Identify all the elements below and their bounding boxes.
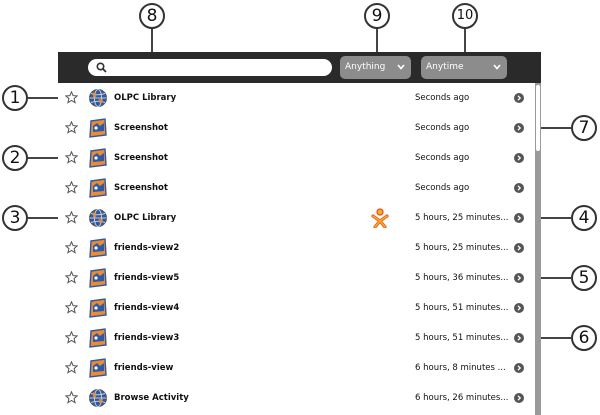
entry-date: 6 hours, 8 minutes ...: [415, 363, 506, 373]
chevron-down-icon: [397, 64, 405, 70]
entry-title[interactable]: friends-view2: [114, 243, 180, 253]
filter-when-combo[interactable]: Anytime: [421, 56, 507, 79]
star-icon[interactable]: [65, 181, 78, 194]
image-icon: [89, 178, 107, 198]
callout-9: 9: [364, 3, 390, 29]
arrow-right-icon[interactable]: [514, 333, 524, 343]
image-icon: [89, 358, 107, 378]
callout-1: 1: [2, 85, 28, 111]
entry-title[interactable]: OLPC Library: [114, 213, 177, 223]
globe-icon: [89, 389, 107, 407]
list-item[interactable]: OLPC Library Seconds ago: [58, 83, 528, 113]
arrow-right-icon[interactable]: [514, 303, 524, 313]
entry-date: 5 hours, 36 minutes...: [415, 273, 509, 283]
arrow-right-icon[interactable]: [514, 153, 524, 163]
entry-date: 5 hours, 51 minutes...: [415, 303, 509, 313]
callout-4: 4: [571, 205, 597, 231]
entry-title[interactable]: Screenshot: [114, 123, 168, 133]
star-icon[interactable]: [65, 271, 78, 284]
arrow-right-icon[interactable]: [514, 93, 524, 103]
arrow-right-icon[interactable]: [514, 123, 524, 133]
star-icon[interactable]: [65, 391, 78, 404]
chevron-down-icon: [493, 64, 501, 70]
arrow-right-icon[interactable]: [514, 243, 524, 253]
entry-date: Seconds ago: [415, 153, 470, 163]
filter-what-combo[interactable]: Anything: [340, 56, 411, 79]
image-icon: [89, 268, 107, 288]
search-icon: [96, 62, 107, 73]
globe-icon: [89, 209, 107, 227]
callout-8: 8: [139, 3, 165, 29]
image-icon: [89, 238, 107, 258]
entry-title[interactable]: OLPC Library: [114, 93, 177, 103]
entry-date: 6 hours, 26 minutes...: [415, 393, 509, 403]
list-item[interactable]: friends-view5 5 hours, 36 minutes...: [58, 263, 528, 293]
callout-2: 2: [2, 145, 28, 171]
arrow-right-icon[interactable]: [514, 393, 524, 403]
filter-when-label: Anytime: [426, 62, 464, 72]
entry-title[interactable]: friends-view: [114, 363, 174, 373]
entry-date: Seconds ago: [415, 123, 470, 133]
list-item[interactable]: Screenshot Seconds ago: [58, 173, 528, 203]
star-icon[interactable]: [65, 331, 78, 344]
entry-date: 5 hours, 51 minutes...: [415, 333, 509, 343]
image-icon: [89, 118, 107, 138]
entry-date: 5 hours, 25 minutes...: [415, 213, 509, 223]
entry-date: 5 hours, 25 minutes...: [415, 243, 509, 253]
arrow-right-icon[interactable]: [514, 213, 524, 223]
callout-10: 10: [452, 3, 478, 29]
callout-6: 6: [571, 325, 597, 351]
star-icon[interactable]: [65, 361, 78, 374]
entry-date: Seconds ago: [415, 93, 470, 103]
scrollbar-thumb[interactable]: [536, 85, 540, 151]
star-icon[interactable]: [65, 121, 78, 134]
star-icon[interactable]: [65, 151, 78, 164]
callout-7: 7: [571, 115, 597, 141]
star-icon[interactable]: [65, 301, 78, 314]
list-item[interactable]: OLPC Library 5 hours, 25 minutes...: [58, 203, 528, 233]
image-icon: [89, 148, 107, 168]
globe-icon: [89, 89, 107, 107]
callout-3: 3: [2, 205, 28, 231]
arrow-right-icon[interactable]: [514, 183, 524, 193]
callout-5: 5: [571, 265, 597, 291]
list-item[interactable]: Screenshot Seconds ago: [58, 143, 528, 173]
list-item[interactable]: friends-view4 5 hours, 51 minutes...: [58, 293, 528, 323]
entry-title[interactable]: Screenshot: [114, 153, 168, 163]
search-input[interactable]: [110, 60, 324, 75]
entry-title[interactable]: Screenshot: [114, 183, 168, 193]
list-item[interactable]: friends-view3 5 hours, 51 minutes...: [58, 323, 528, 353]
star-icon[interactable]: [65, 91, 78, 104]
image-icon: [89, 298, 107, 318]
entry-title[interactable]: friends-view3: [114, 333, 180, 343]
star-icon[interactable]: [65, 211, 78, 224]
buddy-icon: [371, 208, 389, 228]
search-box[interactable]: [88, 59, 332, 76]
star-icon[interactable]: [65, 241, 78, 254]
image-icon: [89, 328, 107, 348]
filter-what-label: Anything: [345, 62, 386, 72]
entry-date: Seconds ago: [415, 183, 470, 193]
scrollbar[interactable]: [535, 83, 541, 415]
arrow-right-icon[interactable]: [514, 273, 524, 283]
entry-title[interactable]: friends-view5: [114, 273, 180, 283]
arrow-right-icon[interactable]: [514, 363, 524, 373]
list-item[interactable]: friends-view2 5 hours, 25 minutes...: [58, 233, 528, 263]
list-item[interactable]: Browse Activity 6 hours, 26 minutes...: [58, 383, 528, 413]
list-item[interactable]: friends-view 6 hours, 8 minutes ...: [58, 353, 528, 383]
entry-title[interactable]: friends-view4: [114, 303, 180, 313]
journal-toolbar: Anything Anytime: [58, 52, 541, 83]
entry-title[interactable]: Browse Activity: [114, 393, 189, 403]
list-item[interactable]: Screenshot Seconds ago: [58, 113, 528, 143]
